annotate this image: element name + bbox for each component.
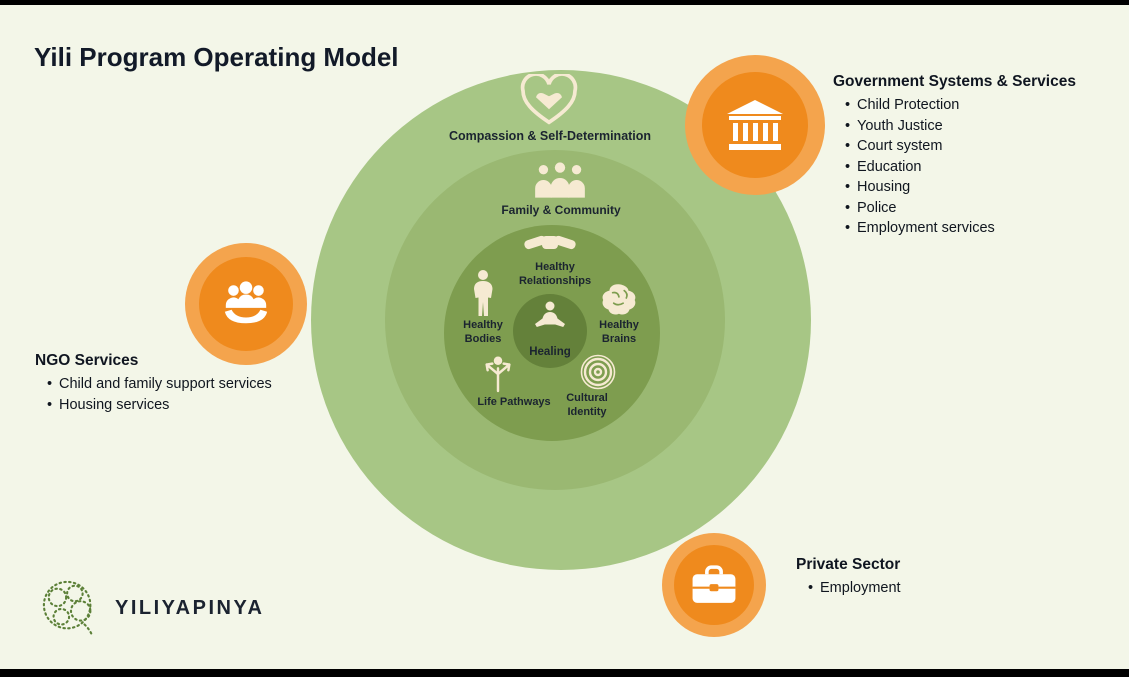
ngo-services-block: NGO Services Child and family support se… [35,352,335,415]
healthy-brains-label: Healthy Brains [599,319,639,346]
government-building-icon [725,98,785,152]
signpost-person-icon [481,355,515,393]
government-node [685,55,825,195]
government-circle [702,72,808,178]
ngo-list: Child and family support services Housin… [35,374,335,415]
handshake-icon [523,228,577,258]
private-sector-block: Private Sector Employment [796,556,1016,599]
list-item: Employment [808,578,1016,599]
cultural-identity-label: Cultural Identity [566,392,608,419]
private-sector-node [662,533,766,637]
healthy-relationships-label: Healthy Relationships [518,261,592,288]
list-item: Police [845,198,1118,219]
list-item: Court system [845,136,1118,157]
brain-icon [599,282,641,316]
family-community-icon [531,160,589,198]
outer-ring-label: Compassion & Self-Determination [448,129,652,143]
human-body-icon [469,270,497,316]
healing-label: Healing [529,346,571,358]
private-sector-heading: Private Sector [796,556,901,573]
page-title: Yili Program Operating Model [34,42,399,72]
bottom-border [0,669,1129,677]
people-in-hands-icon [217,279,275,329]
logo-wordmark: YILIYAPINYA [115,596,265,619]
list-item: Employment services [845,218,1118,239]
government-list: Child Protection Youth Justice Court sys… [833,95,1118,239]
list-item: Child and family support services [47,374,335,395]
top-border [0,0,1129,5]
list-item: Housing services [47,395,335,416]
list-item: Child Protection [845,95,1118,116]
yiliyapinya-logo: YILIYAPINYA [34,578,264,638]
concentric-circles-icon [580,354,616,390]
list-item: Youth Justice [845,116,1118,137]
ngo-heading: NGO Services [35,352,139,369]
private-sector-list: Employment [796,578,1016,599]
ngo-node [185,243,307,365]
dotted-brain-logo-icon [34,578,108,638]
government-heading: Government Systems & Services [833,73,1076,90]
private-sector-circle [674,545,754,625]
government-services-block: Government Systems & Services Child Prot… [833,73,1118,239]
heart-hands-icon [517,74,581,126]
list-item: Housing [845,177,1118,198]
healthy-bodies-label: Healthy Bodies [463,319,503,346]
middle-ring-label: Family & Community [501,203,621,217]
life-pathways-label: Life Pathways [477,396,551,408]
briefcase-icon [689,563,739,607]
meditation-icon [532,301,568,331]
list-item: Education [845,157,1118,178]
ngo-circle [199,257,293,351]
